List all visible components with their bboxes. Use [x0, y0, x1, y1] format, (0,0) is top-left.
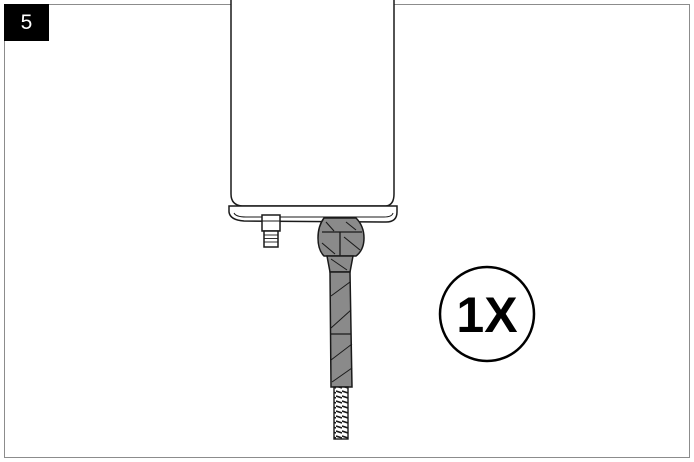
quantity-label: 1X [456, 287, 517, 343]
step-number-badge: 5 [4, 4, 49, 41]
quantity-indicator: 1X [438, 265, 536, 363]
water-heater-tank-icon [228, 0, 398, 223]
flexible-connector-hose-icon [317, 217, 365, 440]
quantity-circle [438, 265, 536, 363]
threaded-inlet-fitting-icon [261, 214, 281, 248]
